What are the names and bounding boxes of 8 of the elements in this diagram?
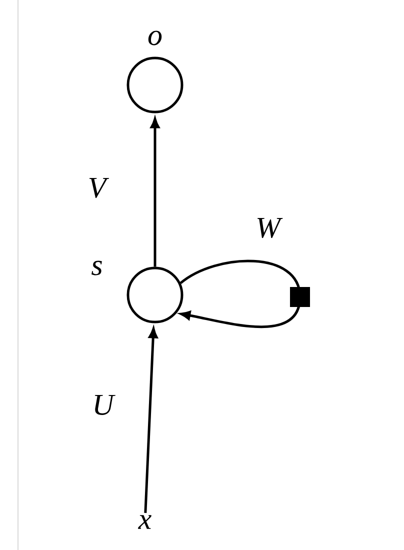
edge-label: U — [94, 395, 116, 415]
variable-label: x — [138, 515, 152, 529]
loop-arrow — [180, 260, 302, 328]
edge-label: W — [257, 218, 283, 238]
variable-label: o — [148, 30, 162, 46]
edge-label: V — [89, 178, 110, 198]
arrow — [150, 118, 160, 267]
variable-label: s — [92, 260, 102, 276]
